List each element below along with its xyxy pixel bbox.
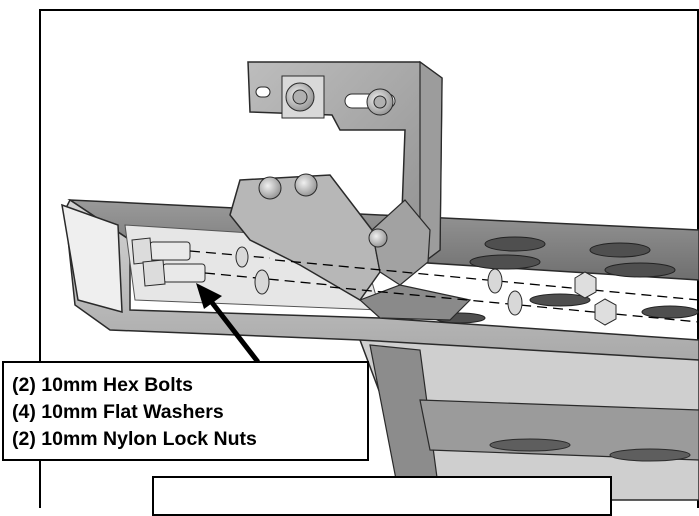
rail-slot — [641, 305, 699, 319]
hardware-explode — [131, 237, 699, 326]
flat-washer — [235, 246, 249, 268]
nut — [294, 173, 318, 197]
callout-arrow — [196, 283, 260, 364]
rail-slot — [469, 254, 541, 270]
mounting-bracket — [247, 60, 443, 267]
flat-washer — [487, 268, 503, 294]
bracket-slot — [255, 86, 271, 98]
nylon-lock-nut — [594, 298, 617, 326]
nylon-lock-nut — [574, 271, 597, 299]
lower-step — [358, 329, 699, 501]
flat-washer — [507, 290, 523, 316]
rail-slot — [604, 262, 676, 278]
rail-end-cap — [61, 203, 123, 313]
rail-slot — [529, 293, 591, 307]
callout-line-flat-washers: (4) 10mm Flat Washers — [12, 401, 224, 423]
nut — [368, 228, 388, 248]
angle-plate — [229, 173, 472, 321]
callout-line-lock-nuts: (2) 10mm Nylon Lock Nuts — [12, 428, 257, 450]
bottom-label-box — [152, 476, 612, 516]
rail-slot — [484, 236, 546, 252]
nut — [258, 176, 282, 200]
rail-slot — [589, 242, 651, 258]
flat-washer — [254, 269, 270, 295]
hex-bolt — [149, 241, 191, 261]
hardware-callout-box: (2) 10mm Hex Bolts (4) 10mm Flat Washers… — [2, 361, 369, 461]
callout-line-hex-bolts: (2) 10mm Hex Bolts — [12, 374, 193, 396]
hex-bolt — [162, 263, 206, 283]
